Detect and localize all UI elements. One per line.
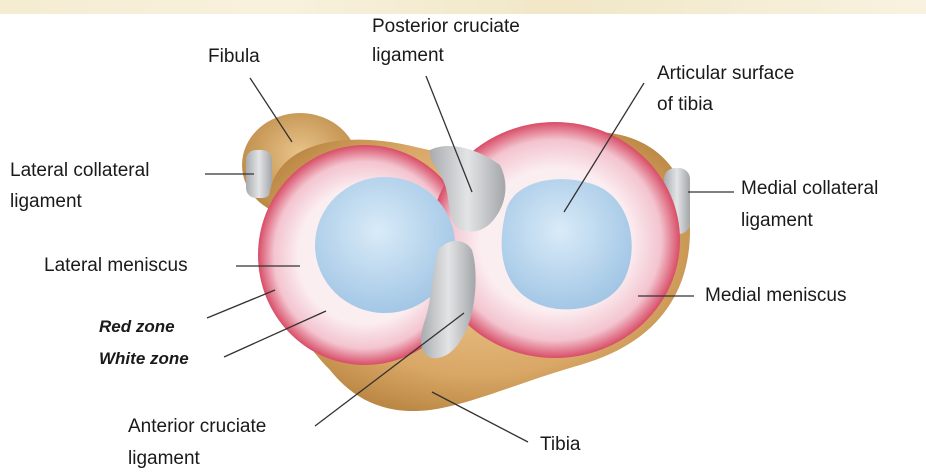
label-articular-surface-line2: of tibia: [657, 92, 713, 117]
label-fibula: Fibula: [208, 44, 260, 69]
leader-red-zone: [207, 290, 275, 318]
label-lateral-collateral-line2: ligament: [10, 189, 82, 214]
label-posterior-cruciate-line2: ligament: [372, 43, 444, 68]
label-white-zone: White zone: [99, 346, 189, 371]
label-anterior-cruciate-line2: ligament: [128, 446, 200, 471]
label-medial-collateral-line1: Medial collateral: [741, 176, 878, 201]
label-medial-collateral-line2: ligament: [741, 208, 813, 233]
label-lateral-meniscus: Lateral meniscus: [44, 253, 188, 278]
leader-tibia: [432, 392, 528, 442]
label-medial-meniscus: Medial meniscus: [705, 283, 847, 308]
label-lateral-collateral-line1: Lateral collateral: [10, 158, 149, 183]
label-tibia: Tibia: [540, 432, 580, 457]
label-red-zone: Red zone: [99, 314, 175, 339]
medial-articular-surface: [502, 179, 632, 309]
label-anterior-cruciate-line1: Anterior cruciate: [128, 414, 266, 439]
label-articular-surface-line1: Articular surface: [657, 61, 794, 86]
label-posterior-cruciate-line1: Posterior cruciate: [372, 14, 520, 39]
